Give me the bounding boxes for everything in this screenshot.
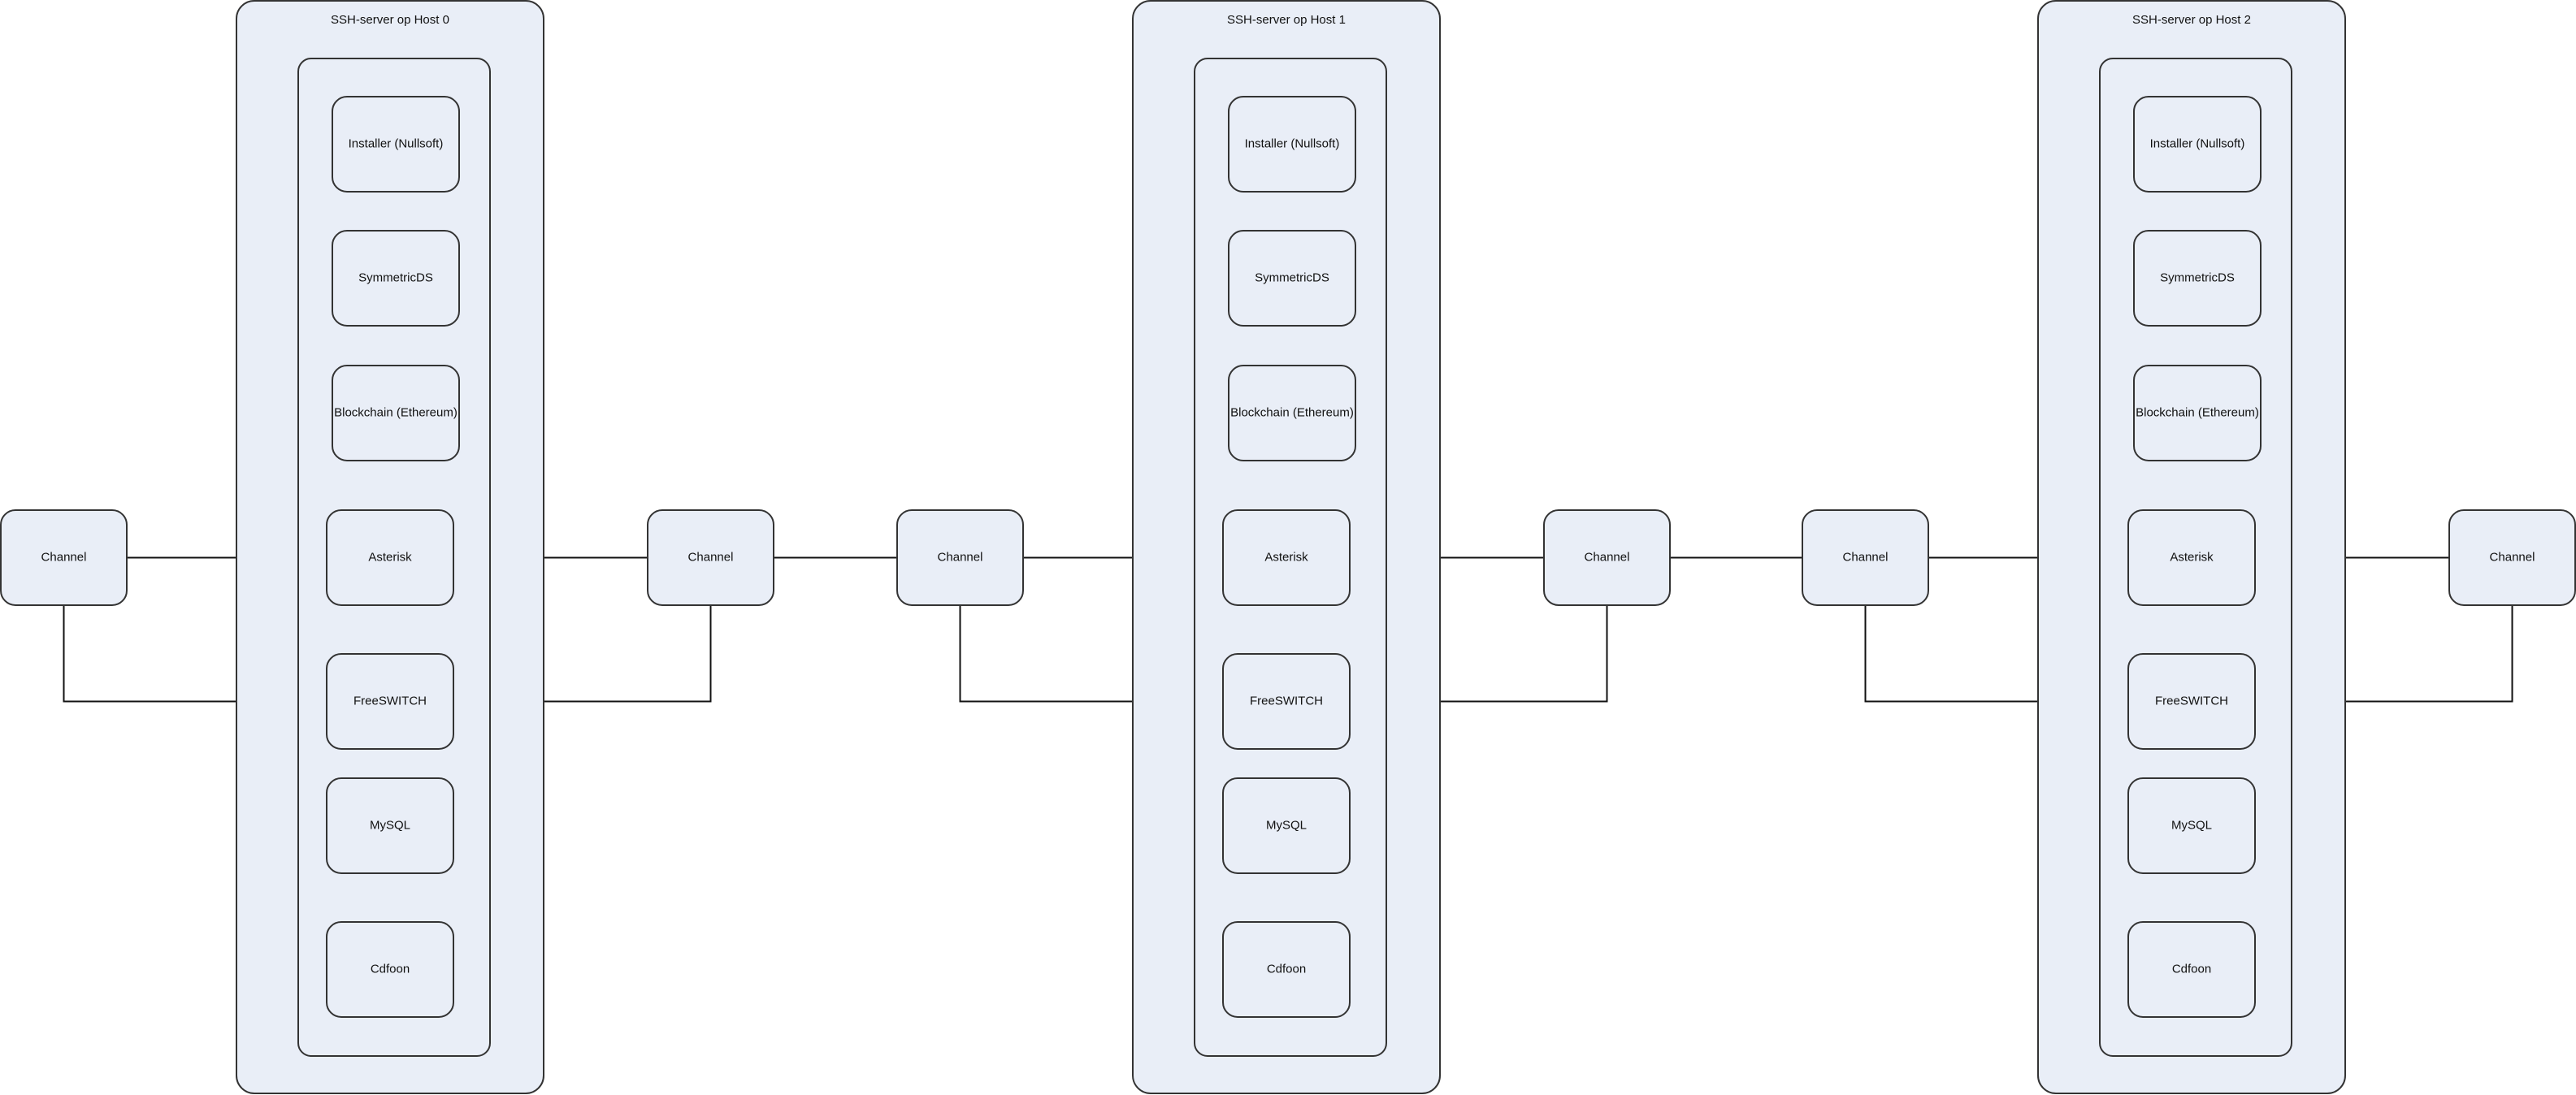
channel-label: Channel	[1585, 550, 1630, 564]
component-label: SymmetricDS	[2160, 271, 2235, 284]
channel-box	[647, 509, 774, 606]
host-0-title: SSH-server op Host 0	[331, 13, 449, 27]
component-freeswitch: FreeSWITCH	[2127, 653, 2256, 750]
component-label: Blockchain (Ethereum)	[1230, 405, 1354, 419]
component-label: Blockchain (Ethereum)	[2136, 405, 2259, 419]
component-box	[332, 365, 460, 461]
component-installer-nullsoft: Installer (Nullsoft)	[332, 96, 460, 193]
component-cdfoon: Cdfoon	[1222, 921, 1351, 1018]
component-box	[2133, 96, 2262, 193]
component-label: MySQL	[1266, 818, 1307, 832]
component-box	[332, 96, 460, 193]
channel-label: Channel	[938, 550, 983, 564]
component-freeswitch: FreeSWITCH	[1222, 653, 1351, 750]
component-label: MySQL	[370, 818, 410, 832]
component-label: Installer (Nullsoft)	[2150, 136, 2245, 150]
component-cdfoon: Cdfoon	[326, 921, 454, 1018]
component-box	[332, 230, 460, 327]
channel-label: Channel	[688, 550, 734, 564]
component-box	[1222, 777, 1351, 874]
host-1: SSH-server op Host 1 Installer (Nullsoft)…	[896, 0, 1671, 1094]
component-box	[2133, 230, 2262, 327]
host-2-title: SSH-server op Host 2	[2132, 13, 2251, 27]
channel-right-0: Channel	[647, 509, 774, 606]
component-label: Cdfoon	[2172, 962, 2211, 976]
component-label: SymmetricDS	[1255, 271, 1329, 284]
component-symmetricds: SymmetricDS	[2133, 230, 2262, 327]
component-box	[2127, 653, 2256, 750]
component-blockchain-ethereum: Blockchain (Ethereum)	[332, 365, 460, 461]
channel-box	[1802, 509, 1929, 606]
channel-box	[0, 509, 128, 606]
channel-right-1: Channel	[1543, 509, 1671, 606]
component-blockchain-ethereum: Blockchain (Ethereum)	[1228, 365, 1356, 461]
channel-label: Channel	[41, 550, 87, 564]
component-box	[1222, 509, 1351, 606]
component-label: Cdfoon	[1267, 962, 1306, 976]
component-symmetricds: SymmetricDS	[332, 230, 460, 327]
component-label: FreeSWITCH	[1250, 694, 1323, 708]
component-box	[1222, 921, 1351, 1018]
host-0: SSH-server op Host 0 Installer (Nullsoft)…	[0, 0, 774, 1094]
channel-box	[1543, 509, 1671, 606]
component-label: Asterisk	[1264, 550, 1308, 564]
component-box	[2127, 921, 2256, 1018]
channel-box	[896, 509, 1024, 606]
component-box	[326, 921, 454, 1018]
component-box	[1228, 230, 1356, 327]
host-1-title: SSH-server op Host 1	[1227, 13, 1346, 27]
component-box	[2127, 509, 2256, 606]
component-box	[326, 509, 454, 606]
component-mysql: MySQL	[326, 777, 454, 874]
component-box	[326, 777, 454, 874]
component-asterisk: Asterisk	[326, 509, 454, 606]
component-box	[2127, 777, 2256, 874]
component-installer-nullsoft: Installer (Nullsoft)	[2133, 96, 2262, 193]
host-2: SSH-server op Host 2 Installer (Nullsoft)…	[1802, 0, 2576, 1094]
component-label: Installer (Nullsoft)	[1245, 136, 1340, 150]
channel-label: Channel	[2490, 550, 2535, 564]
component-box	[1222, 653, 1351, 750]
component-mysql: MySQL	[2127, 777, 2256, 874]
channel-label: Channel	[1843, 550, 1889, 564]
component-asterisk: Asterisk	[2127, 509, 2256, 606]
channel-box	[2448, 509, 2576, 606]
channel-left-2: Channel	[1802, 509, 1929, 606]
channel-left-0: Channel	[0, 509, 128, 606]
component-symmetricds: SymmetricDS	[1228, 230, 1356, 327]
component-cdfoon: Cdfoon	[2127, 921, 2256, 1018]
component-label: Blockchain (Ethereum)	[334, 405, 458, 419]
component-freeswitch: FreeSWITCH	[326, 653, 454, 750]
component-label: MySQL	[2171, 818, 2212, 832]
channel-right-2: Channel	[2448, 509, 2576, 606]
component-label: Cdfoon	[371, 962, 410, 976]
component-mysql: MySQL	[1222, 777, 1351, 874]
component-label: FreeSWITCH	[2155, 694, 2228, 708]
component-installer-nullsoft: Installer (Nullsoft)	[1228, 96, 1356, 193]
component-box	[1228, 96, 1356, 193]
component-label: SymmetricDS	[358, 271, 433, 284]
component-label: Installer (Nullsoft)	[349, 136, 444, 150]
component-box	[2133, 365, 2262, 461]
component-label: FreeSWITCH	[353, 694, 427, 708]
component-box	[326, 653, 454, 750]
component-blockchain-ethereum: Blockchain (Ethereum)	[2133, 365, 2262, 461]
component-label: Asterisk	[368, 550, 412, 564]
component-asterisk: Asterisk	[1222, 509, 1351, 606]
channel-left-1: Channel	[896, 509, 1024, 606]
component-label: Asterisk	[2170, 550, 2214, 564]
component-box	[1228, 365, 1356, 461]
